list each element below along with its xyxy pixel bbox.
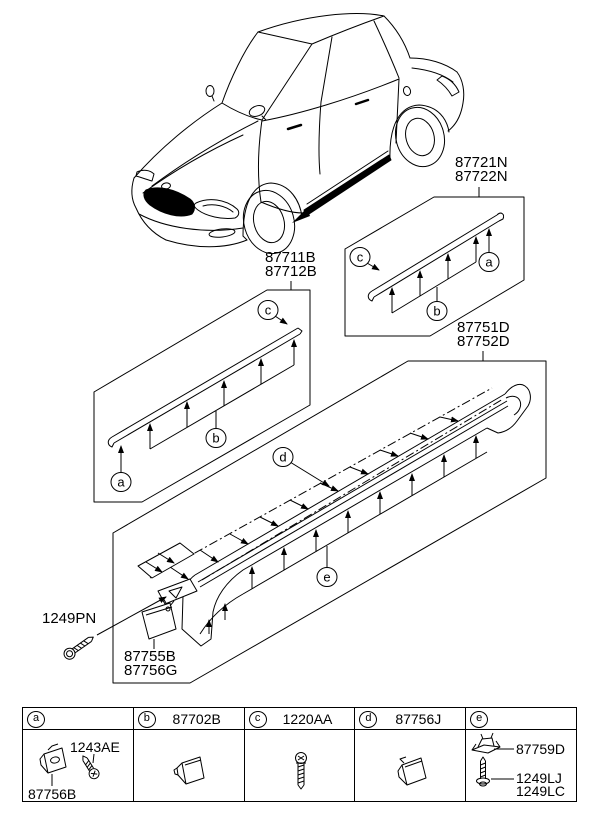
legend-col-e: e 87759D bbox=[466, 708, 576, 801]
legend-col-d: d 87756J bbox=[355, 708, 467, 801]
screw-code: 1249LJ bbox=[516, 770, 562, 786]
legend-body-b bbox=[134, 730, 244, 801]
legend-code-b: 87702B bbox=[172, 710, 221, 727]
screw-icon bbox=[63, 636, 94, 660]
clip-position-arrows bbox=[169, 416, 459, 580]
legend-col-a: a 1243AE bbox=[23, 708, 134, 802]
part-code: 87751D bbox=[457, 319, 510, 336]
legend-code-c: 1220AA bbox=[282, 710, 333, 727]
car-sill-moulding bbox=[303, 154, 392, 217]
screw-code: 1249LC bbox=[516, 783, 565, 799]
callout-e bbox=[316, 567, 338, 587]
callout-b bbox=[205, 428, 227, 448]
callout-d bbox=[272, 447, 294, 467]
part-code: 87712B bbox=[265, 263, 317, 280]
callout-d-letter: d bbox=[279, 450, 286, 465]
legend-body-e: 87759D 1249LJ 1249LC bbox=[466, 730, 576, 801]
legend-table: a 1243AE bbox=[22, 707, 577, 802]
door-handle bbox=[286, 123, 303, 131]
clip-code: 87756B bbox=[28, 786, 76, 802]
rear-lamp bbox=[436, 75, 460, 97]
fog-lamp bbox=[208, 228, 236, 238]
brand-badge bbox=[161, 182, 171, 190]
clip-code: 87759D bbox=[516, 741, 565, 757]
legend-col-c: c 1220AA bbox=[244, 708, 356, 801]
rear-door-moulding-label: 87721N 87722N bbox=[455, 154, 508, 185]
screw-icon bbox=[476, 756, 491, 787]
fuel-door bbox=[402, 86, 412, 96]
front-wheel bbox=[242, 189, 296, 255]
legend-header-b: b 87702B bbox=[133, 708, 244, 730]
legend-body-d bbox=[355, 730, 465, 801]
legend-code-d: 87756J bbox=[395, 710, 442, 727]
headlight bbox=[193, 199, 240, 219]
car-illustration bbox=[131, 13, 465, 255]
callout-c bbox=[349, 247, 371, 267]
side-mirror bbox=[248, 105, 266, 117]
part-code: 87721N bbox=[455, 154, 508, 171]
legend-letter-a: a bbox=[27, 710, 45, 728]
legend-header-a: a bbox=[23, 708, 133, 730]
legend-header-c: c 1220AA bbox=[244, 708, 355, 730]
side-sill-moulding-panel bbox=[63, 351, 547, 684]
part-code: 87756G bbox=[124, 662, 178, 679]
part-code: 87755B bbox=[124, 648, 176, 665]
end-cap-label: 87755B 87756G bbox=[124, 648, 178, 679]
clip-icon bbox=[397, 756, 427, 786]
legend-letter-e: e bbox=[470, 710, 489, 728]
screw-icon bbox=[294, 752, 307, 790]
clip-icon bbox=[39, 743, 67, 774]
callout-c-letter: c bbox=[357, 250, 364, 265]
callout-c-letter: c bbox=[265, 303, 272, 318]
clip-icon bbox=[471, 732, 501, 754]
side-mirror-far bbox=[205, 85, 215, 97]
legend-header-d: d 87756J bbox=[355, 708, 466, 730]
front-door-moulding-label: 87711B 87712B bbox=[265, 249, 317, 280]
legend-col-b: b 87702B bbox=[133, 708, 245, 801]
front-screw-label: 1249PN bbox=[42, 610, 97, 627]
callout-e-letter: e bbox=[323, 570, 330, 585]
callout-b bbox=[426, 301, 448, 321]
screw-code: 1243AE bbox=[70, 739, 120, 755]
clip-icon bbox=[173, 756, 205, 785]
part-code: 87711B bbox=[265, 249, 316, 266]
side-sill-moulding-label: 87751D 87752D bbox=[457, 319, 510, 350]
callout-a bbox=[478, 252, 500, 272]
legend-body-a: 1243AE 87756B bbox=[23, 730, 133, 802]
headlight-far bbox=[135, 169, 155, 182]
part-code: 1249PN bbox=[42, 610, 97, 627]
callout-b-letter: b bbox=[433, 304, 440, 319]
front-door-moulding-panel bbox=[93, 281, 311, 503]
callout-a-letter: a bbox=[117, 475, 125, 490]
lower-clip-ticks bbox=[206, 435, 479, 634]
part-code: 87752D bbox=[457, 333, 510, 350]
door-handle bbox=[354, 98, 370, 106]
rear-wheel bbox=[394, 106, 446, 168]
callout-b-letter: b bbox=[212, 431, 219, 446]
legend-letter-d: d bbox=[359, 710, 378, 728]
legend-body-c bbox=[245, 730, 355, 801]
callout-a bbox=[110, 472, 132, 492]
legend-header-e: e bbox=[466, 708, 576, 730]
callout-a-letter: a bbox=[485, 255, 493, 270]
screw-icon bbox=[82, 755, 100, 780]
part-code: 87722N bbox=[455, 168, 508, 185]
legend-letter-b: b bbox=[137, 710, 156, 728]
callout-c bbox=[257, 300, 279, 320]
legend-letter-c: c bbox=[248, 710, 267, 728]
grille bbox=[143, 187, 195, 217]
rear-door-moulding-panel bbox=[344, 187, 525, 337]
